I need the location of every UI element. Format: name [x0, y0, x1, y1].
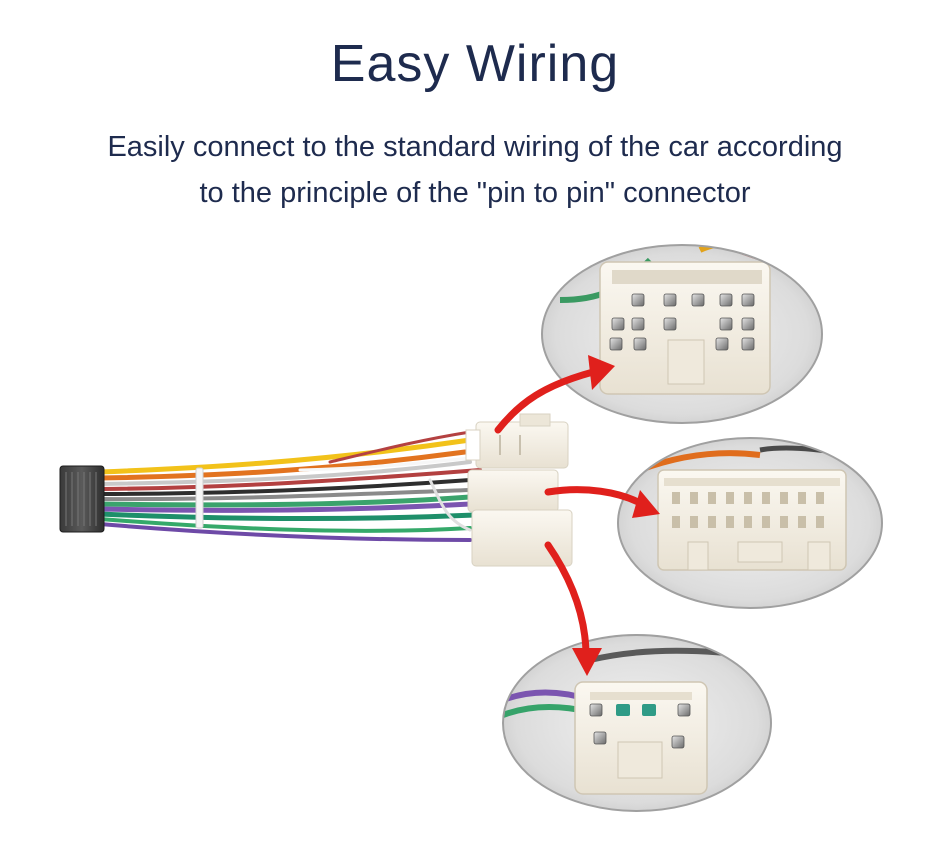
connector-16pin-icon — [541, 244, 823, 424]
connector-6pin-icon — [502, 634, 772, 812]
page-subtitle: Easily connect to the standard wiring of… — [60, 124, 890, 216]
subtitle-line-2: to the principle of the "pin to pin" con… — [199, 177, 751, 209]
wiring-illustration — [59, 244, 883, 812]
subtitle-line-1: Easily connect to the standard wiring of… — [107, 131, 843, 163]
page-title: Easy Wiring — [330, 35, 620, 93]
arrowhead-icon — [572, 355, 660, 676]
wiring-harness-icon — [59, 413, 573, 567]
connector-20pin-icon — [617, 437, 883, 609]
arrow-icon — [494, 368, 646, 656]
